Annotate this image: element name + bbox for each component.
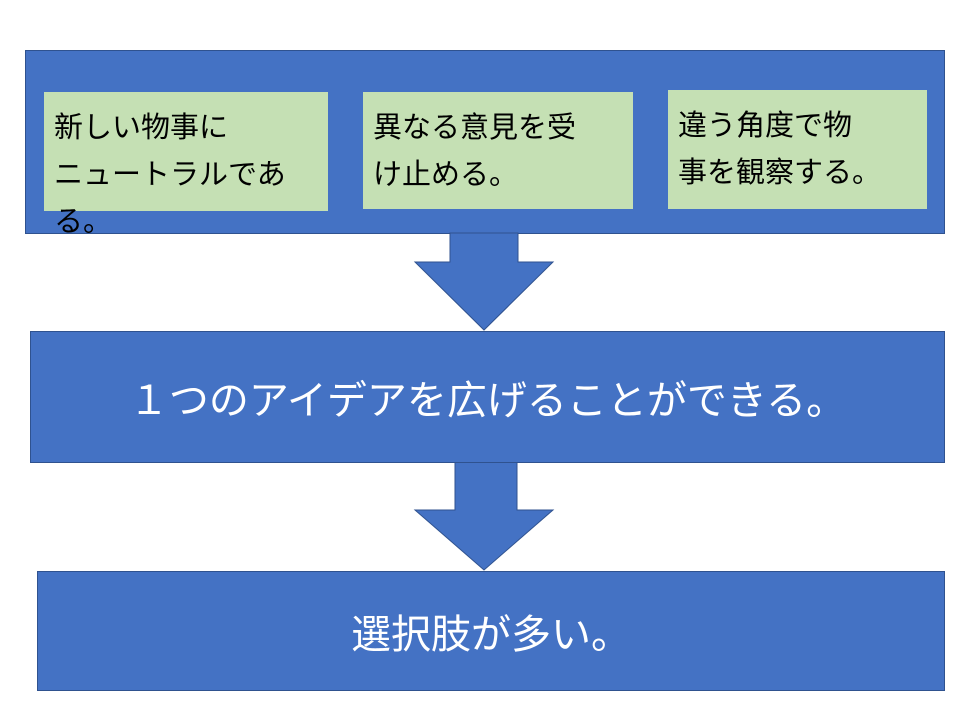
middle-box-text: １つのアイデアを広げることができる。 <box>128 378 847 424</box>
point-box-3: 違う角度で物 事を観察する。 <box>668 90 927 209</box>
down-arrow-1 <box>413 232 555 331</box>
bottom-box: 選択肢が多い。 <box>37 571 945 691</box>
down-arrow-2 <box>413 461 555 571</box>
top-box: 新しい物事に ニュートラルである。 異なる意見を受 け止める。 違う角度で物 事… <box>25 50 945 238</box>
point-box-1: 新しい物事に ニュートラルである。 <box>44 92 328 238</box>
point-box-2: 異なる意見を受 け止める。 <box>363 92 633 209</box>
bottom-box-text: 選択肢が多い。 <box>351 612 631 658</box>
middle-box: １つのアイデアを広げることができる。 <box>30 331 945 463</box>
